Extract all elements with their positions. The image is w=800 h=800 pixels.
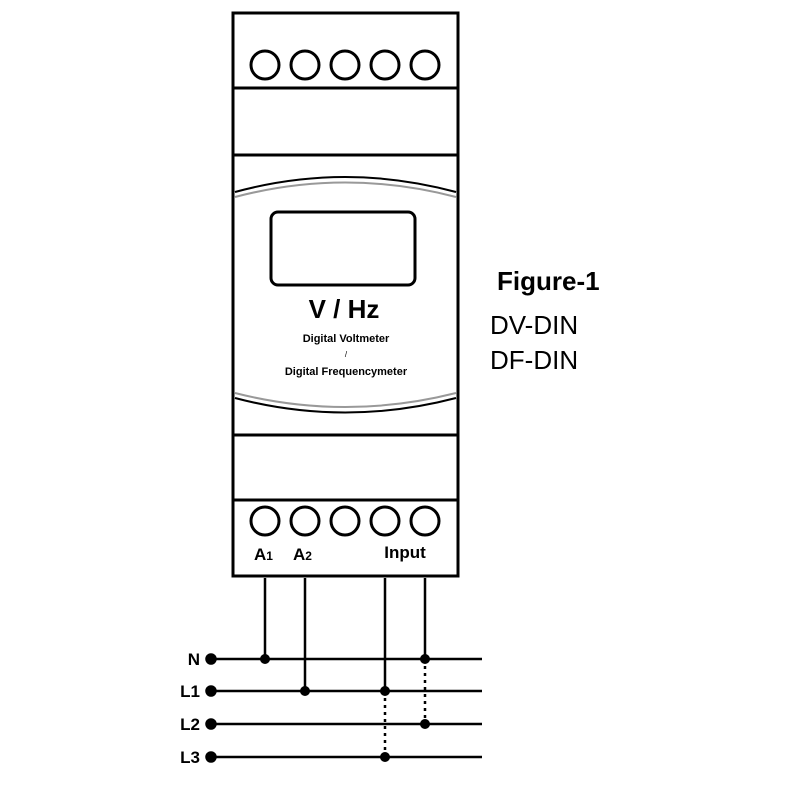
top-terminal-screw	[249, 49, 281, 81]
terminal-a1-label: A1	[254, 545, 273, 564]
bottom-terminals	[249, 505, 441, 537]
top-terminal-screw	[409, 49, 441, 81]
line-l1-terminal-dot	[205, 685, 217, 697]
junctions	[260, 654, 430, 762]
junction-a1-n	[260, 654, 270, 664]
top-terminal-screw	[329, 49, 361, 81]
line-n-terminal-dot	[205, 653, 217, 665]
line-l3-label: L3	[180, 748, 200, 767]
module-top-shoulder	[231, 86, 460, 157]
terminal-a2-screw	[289, 505, 321, 537]
line-l2-label: L2	[180, 715, 200, 734]
terminal-input2-screw	[409, 505, 441, 537]
device-title: V / Hz	[309, 294, 380, 324]
top-terminal-screw	[369, 49, 401, 81]
junction-input1-l3	[380, 752, 390, 762]
figure-title: Figure-1	[497, 266, 600, 296]
figure-model-2: DF-DIN	[490, 345, 578, 375]
junction-input2-n	[420, 654, 430, 664]
line-l2-terminal-dot	[205, 718, 217, 730]
device-separator: /	[345, 350, 348, 359]
panel-bottom-curve	[234, 397, 457, 414]
panel-top-curve-shadow	[234, 181, 457, 198]
device-line2: Digital Frequencymeter	[285, 366, 408, 378]
terminal-a2-label: A2	[293, 545, 312, 564]
display-window	[269, 210, 417, 287]
line-n-label: N	[188, 650, 200, 669]
panel-top-curve	[234, 176, 457, 193]
line-l3-terminal-dot	[205, 751, 217, 763]
terminal-unused-screw	[329, 505, 361, 537]
terminal-a1-screw	[249, 505, 281, 537]
top-terminal-screw	[289, 49, 321, 81]
junction-input1-l1	[380, 686, 390, 696]
junction-a2-l1	[300, 686, 310, 696]
top-terminals	[249, 49, 441, 81]
terminal-input1-screw	[369, 505, 401, 537]
figure-model-1: DV-DIN	[490, 310, 578, 340]
device-line1: Digital Voltmeter	[303, 333, 390, 345]
supply-lines	[205, 653, 482, 763]
dotted-wires	[383, 659, 427, 757]
module-front-panel	[231, 153, 460, 437]
solid-wires	[263, 578, 427, 691]
module-bottom-shoulder	[231, 433, 460, 502]
panel-bottom-curve-shadow	[234, 392, 457, 408]
terminal-input-label: Input	[384, 543, 426, 562]
line-l1-label: L1	[180, 682, 200, 701]
junction-input2-l2	[420, 719, 430, 729]
